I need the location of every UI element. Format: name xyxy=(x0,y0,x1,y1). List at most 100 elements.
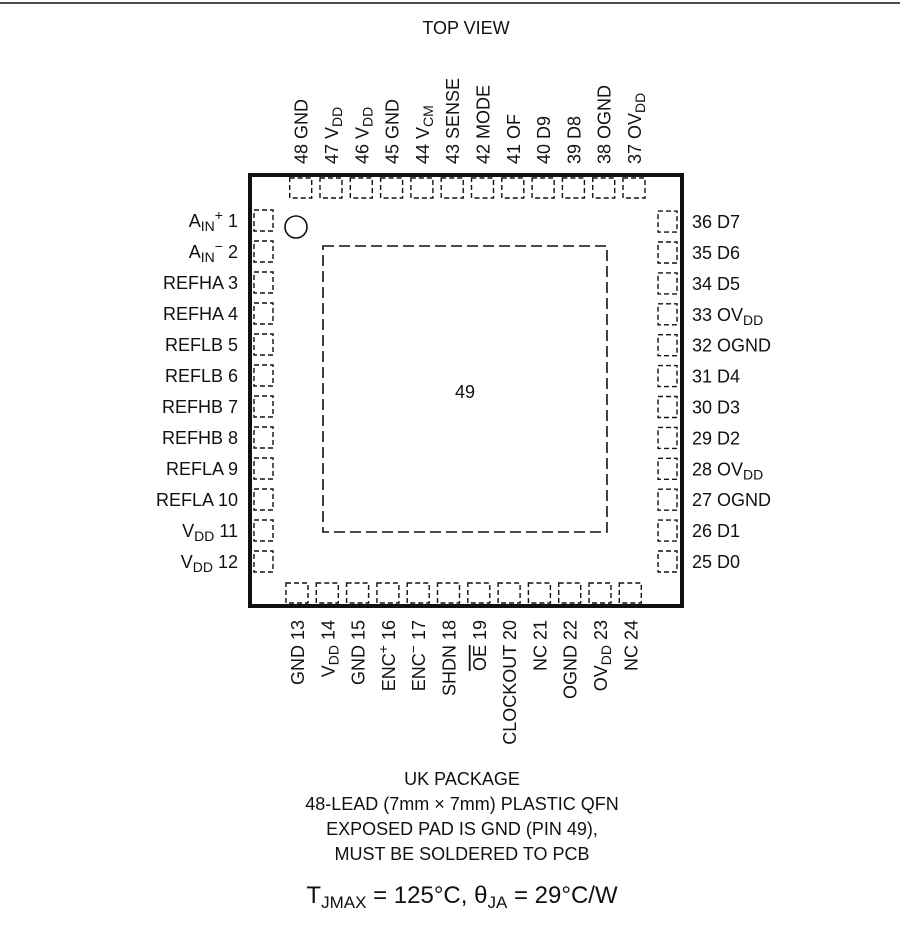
pin-label-bottom-20: CLOCKOUT 20 xyxy=(500,620,520,745)
pin-label-left-9: REFLA 9 xyxy=(166,459,238,479)
pin-pad-bottom-23 xyxy=(588,582,612,604)
view-label: TOP VIEW xyxy=(422,18,509,38)
pin-label-right-36: 36 D7 xyxy=(692,212,740,232)
pin-label-bottom-23: OVDD 23 xyxy=(591,620,614,691)
pin-pad-left-10 xyxy=(253,488,274,511)
exposed-pad-label: 49 xyxy=(455,382,475,402)
pin-pads xyxy=(253,177,678,604)
pin-label-right-27: 27 OGND xyxy=(692,490,771,510)
pin-pad-top-44 xyxy=(410,177,434,199)
pin-label-bottom-15: GND 15 xyxy=(349,620,369,685)
pin-label-left-3: REFHA 3 xyxy=(163,273,238,293)
pin1-marker xyxy=(284,215,308,239)
pin-pad-top-43 xyxy=(440,177,464,199)
pin-pad-bottom-14 xyxy=(315,582,339,604)
pin-label-bottom-18: SHDN 18 xyxy=(440,620,460,696)
pin-pad-top-39 xyxy=(561,177,586,199)
pin-label-bottom-16: ENC+ 16 xyxy=(375,620,399,691)
pin-label-left-6: REFLB 6 xyxy=(165,366,238,386)
pin-label-right-34: 34 D5 xyxy=(692,274,740,294)
package-footer: UK PACKAGE 48-LEAD (7mm × 7mm) PLASTIC Q… xyxy=(305,769,619,912)
pin-label-right-29: 29 D2 xyxy=(692,428,740,448)
pin-label-top-48: 48 GND xyxy=(292,99,312,164)
pin-pad-right-34 xyxy=(657,272,678,295)
pin-label-right-25: 25 D0 xyxy=(692,552,740,572)
pin-pad-bottom-15 xyxy=(345,582,370,604)
pin-label-bottom-17: ENC− 17 xyxy=(405,620,429,691)
pin-label-right-32: 32 OGND xyxy=(692,336,771,356)
pin-label-left-5: REFLB 5 xyxy=(165,335,238,355)
pin-label-right-33: 33 OVDD xyxy=(692,305,763,328)
footer-line-4: MUST BE SOLDERED TO PCB xyxy=(334,844,589,864)
pin-pad-left-8 xyxy=(253,426,274,449)
pin-pad-left-1 xyxy=(253,209,274,232)
package-body xyxy=(248,173,684,608)
pin-pad-top-40 xyxy=(531,177,555,199)
pin-label-right-30: 30 D3 xyxy=(692,398,740,418)
footer-line-3: EXPOSED PAD IS GND (PIN 49), xyxy=(326,819,598,839)
pin-pad-bottom-18 xyxy=(436,582,461,604)
pin-pad-left-9 xyxy=(253,457,274,480)
pin-label-top-45: 45 GND xyxy=(383,99,403,164)
pin-pad-right-33 xyxy=(657,303,678,326)
pin-label-bottom-24: NC 24 xyxy=(621,620,641,671)
pin-labels: AIN+ 1 AIN− 2 REFHA 3 REFHA 4 REFLB 5 REFLB 6… xyxy=(156,78,771,745)
footer-line-1: UK PACKAGE xyxy=(404,769,520,789)
pin-pad-top-38 xyxy=(592,177,616,199)
pin-label-bottom-13: GND 13 xyxy=(288,620,308,685)
footer-line-2: 48-LEAD (7mm × 7mm) PLASTIC QFN xyxy=(305,794,619,814)
pin-label-top-40: 40 D9 xyxy=(534,116,554,164)
pin-label-top-39: 39 D8 xyxy=(564,116,584,164)
pin-label-left-1: AIN+ 1 xyxy=(189,207,238,234)
pin-pad-right-28 xyxy=(657,457,678,480)
pin-pad-right-32 xyxy=(657,334,678,357)
pin-label-top-44: 44 VCM xyxy=(413,105,436,164)
pin-pad-bottom-13 xyxy=(285,582,309,604)
pin-label-top-43: 43 SENSE xyxy=(443,78,463,164)
pin-pad-left-7 xyxy=(253,395,274,418)
pin-label-left-4: REFHA 4 xyxy=(163,304,238,324)
pin-label-left-11: VDD 11 xyxy=(182,521,238,544)
pin-label-right-28: 28 OVDD xyxy=(692,459,763,482)
pin-pad-left-11 xyxy=(253,519,274,542)
pin-pad-top-46 xyxy=(349,177,373,199)
pin-pad-left-4 xyxy=(253,302,274,325)
pin-pad-bottom-16 xyxy=(376,582,400,604)
pin-label-left-7: REFHB 7 xyxy=(162,397,238,417)
pin-label-top-37: 37 OVDD xyxy=(625,93,648,164)
pin-label-top-38: 38 OGND xyxy=(595,85,615,164)
pin-pad-left-2 xyxy=(253,240,274,263)
pin-pad-left-5 xyxy=(253,333,274,356)
pin-label-left-2: AIN− 2 xyxy=(189,238,238,265)
pin-pad-top-42 xyxy=(470,177,495,199)
pin-pad-right-29 xyxy=(657,426,678,450)
pin-label-top-47: 47 VDD xyxy=(322,107,345,164)
pin-pad-right-31 xyxy=(657,364,678,388)
pin-label-right-31: 31 D4 xyxy=(692,367,740,387)
pin-label-right-26: 26 D1 xyxy=(692,521,740,541)
pin-label-bottom-21: NC 21 xyxy=(530,620,550,671)
pin-label-left-8: REFHB 8 xyxy=(162,428,238,448)
pin-pad-bottom-20 xyxy=(497,582,521,604)
pin-pad-right-30 xyxy=(657,395,678,419)
pin-pad-right-36 xyxy=(657,210,678,233)
pin-pad-right-25 xyxy=(657,550,678,573)
pin-pad-bottom-24 xyxy=(618,582,642,604)
pin-pad-right-27 xyxy=(657,488,678,511)
pin-label-right-35: 35 D6 xyxy=(692,243,740,263)
pin-label-top-42: 42 MODE xyxy=(474,85,494,164)
pin-pad-top-48 xyxy=(289,177,313,199)
pin-pad-top-47 xyxy=(319,177,343,199)
pin-pad-right-35 xyxy=(657,241,678,264)
pin-pad-bottom-21 xyxy=(527,582,552,604)
pin-pad-bottom-17 xyxy=(406,582,430,604)
pin-pad-bottom-22 xyxy=(558,582,582,604)
thermal-spec: TJMAX = 125°C, θJA = 29°C/W xyxy=(306,882,618,912)
pin-label-bottom-22: OGND 22 xyxy=(561,620,581,699)
pin-pad-left-12 xyxy=(253,550,274,573)
pin-label-top-41: 41 OF xyxy=(504,114,524,164)
pin-label-bottom-19: OE 19 xyxy=(470,620,490,671)
pin-pad-top-45 xyxy=(379,177,404,199)
pin-pad-right-26 xyxy=(657,519,678,542)
